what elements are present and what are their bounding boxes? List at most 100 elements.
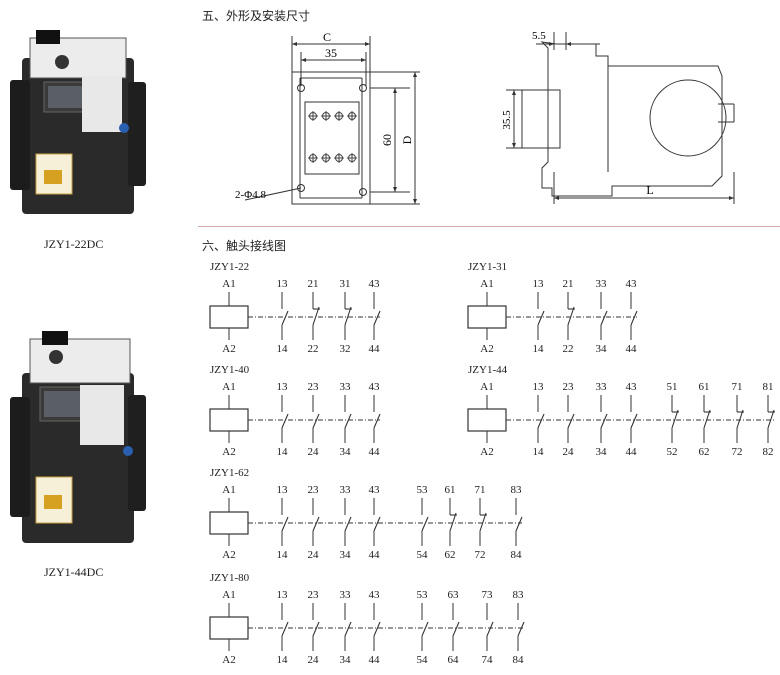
dim-label-l: L (646, 183, 653, 197)
coil-label-a1: A1 (222, 484, 235, 496)
terminal-bottom: 34 (340, 654, 352, 666)
contact-no (630, 413, 638, 429)
terminal-bottom: 44 (369, 446, 381, 458)
dim-label-35: 35 (325, 46, 337, 60)
terminal-top: 21 (308, 278, 319, 290)
terminal-bottom: 84 (513, 654, 525, 666)
contact-no (281, 310, 289, 326)
terminal-bottom: 34 (596, 446, 608, 458)
terminal-bottom: 44 (369, 654, 381, 666)
contact-no (630, 310, 638, 326)
terminal-top: 23 (308, 381, 320, 393)
contact-no (312, 516, 320, 532)
coil-label-a2: A2 (480, 343, 493, 355)
terminal-bottom: 62 (699, 446, 710, 458)
terminal-bottom: 14 (277, 654, 289, 666)
terminal-top: 23 (308, 484, 320, 496)
contact-no (344, 516, 352, 532)
terminal-top: 43 (369, 589, 381, 601)
contact-nc (312, 306, 320, 326)
coil-symbol (467, 408, 507, 432)
dim-label-c: C (323, 30, 331, 44)
terminal-bottom: 14 (533, 343, 545, 355)
dim-label-hole: 2-Φ4.8 (235, 189, 266, 201)
contact-no (452, 621, 460, 637)
terminal-bottom: 54 (417, 549, 429, 561)
terminal-top: 63 (448, 589, 460, 601)
product-photo-jzy1-22dc (10, 30, 146, 214)
terminal-bottom: 72 (475, 549, 486, 561)
contact-no (281, 413, 289, 429)
model-label: JZY1-40 (210, 364, 250, 376)
contact-nc (479, 512, 487, 532)
coil-label-a2: A2 (222, 549, 235, 561)
terminal-bottom: 44 (626, 343, 638, 355)
contact-nc (449, 512, 457, 532)
model-label: JZY1-31 (468, 261, 507, 273)
terminal-top: 73 (482, 589, 494, 601)
terminal-bottom: 44 (369, 343, 381, 355)
section-divider (198, 226, 780, 227)
terminal-bottom: 64 (448, 654, 460, 666)
terminal-bottom: 22 (563, 343, 574, 355)
contact-no (600, 413, 608, 429)
model-label: JZY1-44 (468, 364, 508, 376)
terminal-top: 23 (308, 589, 320, 601)
contact-nc (567, 306, 575, 326)
contact-nc (736, 409, 744, 429)
coil-label-a1: A1 (480, 278, 493, 290)
terminal-bottom: 34 (340, 446, 352, 458)
terminal-top: 83 (513, 589, 525, 601)
terminal-top: 33 (340, 381, 352, 393)
terminal-bottom: 44 (626, 446, 638, 458)
terminal-top: 53 (417, 484, 429, 496)
coil-label-a1: A1 (222, 589, 235, 601)
terminal-bottom: 14 (533, 446, 545, 458)
terminal-top: 13 (533, 278, 545, 290)
terminal-bottom: 34 (340, 549, 352, 561)
terminal-top: 13 (277, 278, 289, 290)
product-photo-jzy1-44dc (10, 331, 146, 543)
model-label: JZY1-80 (210, 572, 250, 584)
contact-no (421, 621, 429, 637)
terminal-top: 43 (369, 381, 381, 393)
contact-no (312, 413, 320, 429)
terminal-bottom: 74 (482, 654, 494, 666)
terminal-bottom: 44 (369, 549, 381, 561)
coil-symbol (209, 305, 249, 329)
coil-label-a2: A2 (222, 446, 235, 458)
terminal-top: 13 (277, 381, 289, 393)
contact-no (312, 621, 320, 637)
terminal-top: 13 (277, 484, 289, 496)
coil-symbol (209, 511, 249, 535)
contact-no (373, 413, 381, 429)
terminal-top: 21 (563, 278, 574, 290)
contact-no (344, 413, 352, 429)
terminal-top: 71 (732, 381, 743, 393)
terminal-top: 51 (667, 381, 678, 393)
coil-symbol (209, 616, 249, 640)
coil-label-a2: A2 (222, 654, 235, 666)
front-view-drawing: C 35 60 D 2-Φ4.8 (235, 30, 420, 205)
contact-no (537, 413, 545, 429)
dim-label-60: 60 (380, 134, 394, 146)
contact-no (344, 621, 352, 637)
terminal-top: 43 (626, 278, 638, 290)
terminal-bottom: 24 (563, 446, 575, 458)
wiring-heading: 六、触头接线图 (202, 239, 287, 253)
terminal-bottom: 14 (277, 549, 289, 561)
dim-label-d: D (400, 135, 414, 144)
terminal-bottom: 14 (277, 446, 289, 458)
contact-no (567, 413, 575, 429)
coil-label-a1: A1 (480, 381, 493, 393)
contact-no (600, 310, 608, 326)
contact-nc (671, 409, 679, 429)
terminal-bottom: 84 (511, 549, 523, 561)
terminal-bottom: 54 (417, 654, 429, 666)
contact-no (281, 516, 289, 532)
terminal-bottom: 22 (308, 343, 319, 355)
contact-nc (344, 306, 352, 326)
terminal-top: 23 (563, 381, 575, 393)
model-label: JZY1-22 (210, 261, 249, 273)
terminal-top: 33 (596, 381, 608, 393)
